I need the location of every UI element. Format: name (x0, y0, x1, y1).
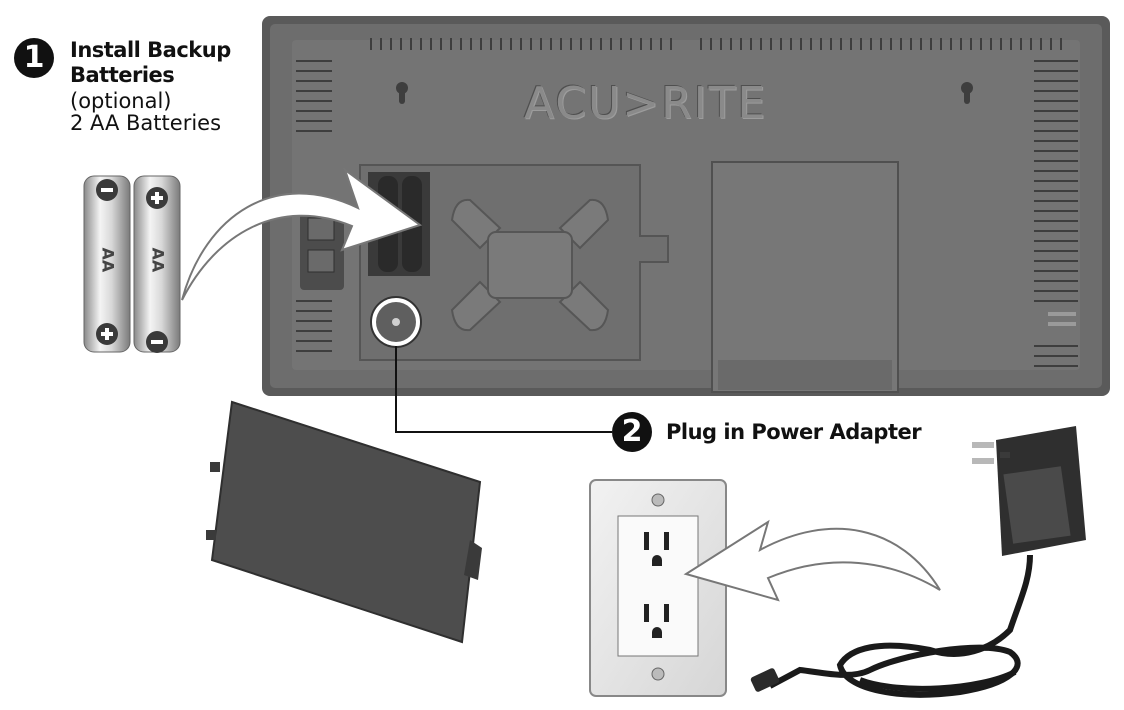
wall-outlet (589, 479, 727, 697)
battery-2-label: AA (148, 247, 168, 273)
battery-1 (83, 175, 131, 353)
step-1-detail: 2 AA Batteries (70, 111, 222, 135)
right-vents (1034, 60, 1078, 367)
stand-mount (450, 198, 610, 332)
wall-hanger-left (396, 82, 408, 104)
step-1-title-line-1: Install Backup (70, 38, 231, 62)
side-buttons (300, 200, 344, 290)
wall-hanger-right (961, 82, 973, 104)
step-1-title-line-2: Batteries (70, 63, 175, 87)
battery-cover (206, 400, 482, 644)
step-2-title: Plug in Power Adapter (666, 420, 922, 444)
battery-insert-arrow (181, 167, 423, 301)
top-vents (370, 38, 1062, 50)
plug-arrow (683, 519, 941, 602)
power-adapter (750, 426, 1086, 698)
power-jack (370, 296, 422, 348)
step-2-number: 2 (612, 412, 652, 452)
left-vents (296, 60, 332, 352)
device-back (262, 16, 1110, 396)
connector-line (395, 346, 612, 433)
battery-1-label: AA (98, 247, 118, 273)
step-1-text: Install Backup Batteries (optional) 2 AA… (70, 38, 231, 136)
brand-logo: ACU>RITE (524, 78, 768, 129)
battery-2 (133, 175, 181, 353)
step-1-note: (optional) (70, 89, 172, 113)
step-1-number: 1 (14, 38, 54, 78)
access-door (711, 161, 899, 393)
